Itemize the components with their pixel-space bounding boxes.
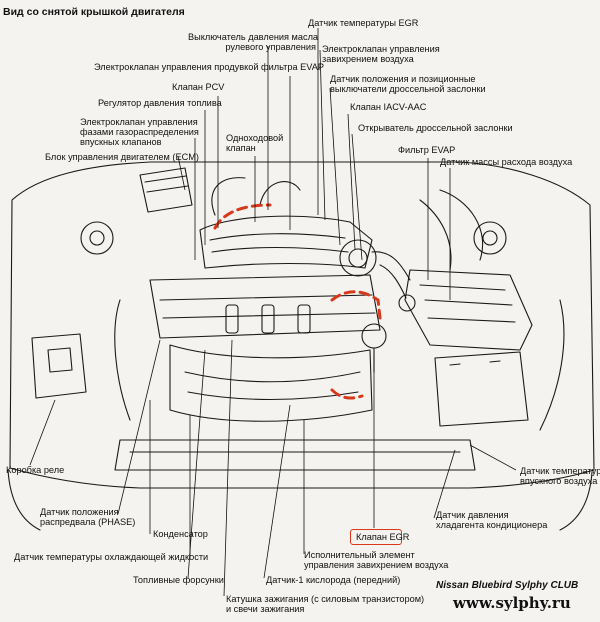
label-evap-purge-valve: Электроклапан управления продувкой фильт… [94, 62, 324, 72]
engine-bay-outline [9, 161, 595, 489]
label-maf-sensor: Датчик массы расхода воздуха [440, 157, 573, 167]
relay-box-shape [31, 333, 87, 399]
intake-manifold [199, 215, 373, 269]
egr-highlight-pipe [330, 388, 364, 400]
label-iacv-aac-valve: Клапан IACV-AAC [350, 102, 427, 112]
label-fuel-pressure-regulator: Регулятор давления топлива [98, 98, 222, 108]
label-relay-box: Коробка реле [6, 465, 65, 475]
label-one-way-valve: Одноходовой клапан [226, 133, 284, 153]
label-injectors: Топливные форсунки [133, 575, 224, 585]
egr-highlight-lower [330, 290, 382, 320]
label-throttle-opener: Открыватель дроссельной заслонки [358, 123, 513, 133]
diagram-title: Вид со снятой крышкой двигателя [3, 6, 185, 18]
left-strut-tower [80, 221, 114, 255]
label-vtc-valve: Электроклапан управления фазами газорасп… [80, 117, 199, 147]
site-credit: www.sylphy.ru [453, 594, 571, 612]
ecm-unit [139, 167, 193, 213]
intake-duct [371, 251, 411, 299]
air-filter-housing [404, 269, 533, 351]
label-capacitor: Конденсатор [153, 529, 208, 539]
battery [434, 351, 529, 427]
label-throttle-position-sensor: Датчик положения и позиционные выключате… [330, 74, 486, 94]
egr-highlight-upper [213, 203, 272, 230]
label-ps-pressure-switch: Выключатель давления масла рулевого упра… [188, 32, 319, 52]
label-ecm: Блок управления двигателем (ECM) [45, 152, 199, 162]
egr-valve-shape [361, 323, 387, 349]
ignition-coil-3 [297, 304, 311, 334]
label-swirl-actuator: Исполнительный элемент управления завихр… [304, 550, 449, 570]
label-ac-pressure-sensor: Датчик давления хладагента кондиционера [436, 510, 548, 530]
label-egr-temp-sensor: Датчик температуры EGR [308, 18, 419, 28]
right-strut-tower [473, 221, 507, 255]
egr-valve-highlight-box [350, 529, 402, 545]
ignition-coil-1 [225, 304, 239, 334]
cylinder-head [149, 274, 381, 339]
throttle-body [339, 239, 377, 277]
ignition-coil-2 [261, 304, 275, 334]
label-ignition-coil: Катушка зажигания (с силовым транзисторо… [226, 594, 425, 614]
label-intake-air-temp: Датчик температуры впускного воздуха [520, 466, 600, 486]
label-evap-filter: Фильтр EVAP [398, 145, 456, 155]
label-o2-sensor: Датчик-1 кислорода (передний) [266, 575, 401, 585]
label-cam-sensor: Датчик положения распредвала (PHASE) [40, 507, 136, 527]
club-credit: Nissan Bluebird Sylphy CLUB [436, 580, 579, 591]
label-pcv-valve: Клапан PCV [172, 82, 225, 92]
label-intake-vortex-valve: Электроклапан управления завихрением воз… [322, 44, 440, 64]
label-coolant-temp-sensor: Датчик температуры охлаждающей жидкости [14, 552, 209, 562]
label-egr-valve: Клапан EGR [356, 532, 410, 542]
